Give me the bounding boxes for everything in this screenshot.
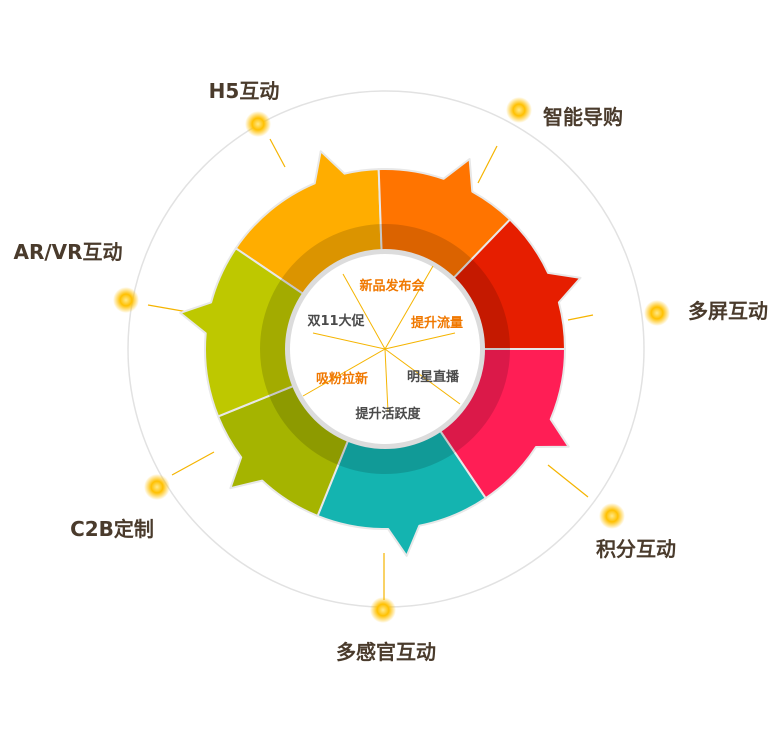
- outer-label-multisense: 多感官互动: [336, 640, 436, 664]
- outer-label-smart: 智能导购: [543, 105, 623, 129]
- ring-segments: [179, 150, 582, 557]
- inner-label-fans: 吸粉拉新: [316, 371, 368, 387]
- outer-label-points: 积分互动: [596, 537, 676, 561]
- inner-shadow-band: [260, 224, 510, 474]
- outer-label-multiscreen: 多屏互动: [688, 299, 768, 323]
- outer-label-c2b: C2B定制: [70, 517, 154, 541]
- inner-label-launch: 新品发布会: [359, 278, 425, 294]
- dot-smart: [506, 97, 532, 123]
- dot-points: [599, 503, 625, 529]
- outer-dots: [113, 97, 670, 623]
- connector-lines: [147, 138, 594, 600]
- dot-multiscreen: [644, 300, 670, 326]
- center-spokes: [302, 265, 461, 413]
- inner-label-double11: 双11大促: [307, 313, 365, 329]
- outer-label-arvr: AR/VR互动: [13, 240, 122, 264]
- dot-c2b: [144, 474, 170, 500]
- dot-arvr: [113, 287, 139, 313]
- dot-h5: [245, 111, 271, 137]
- inner-label-star: 明星直播: [407, 369, 460, 385]
- dot-multisense: [370, 597, 396, 623]
- outer-label-h5: H5互动: [209, 79, 280, 103]
- inner-label-traffic: 提升流量: [411, 315, 463, 331]
- inner-label-activity: 提升活跃度: [355, 406, 421, 422]
